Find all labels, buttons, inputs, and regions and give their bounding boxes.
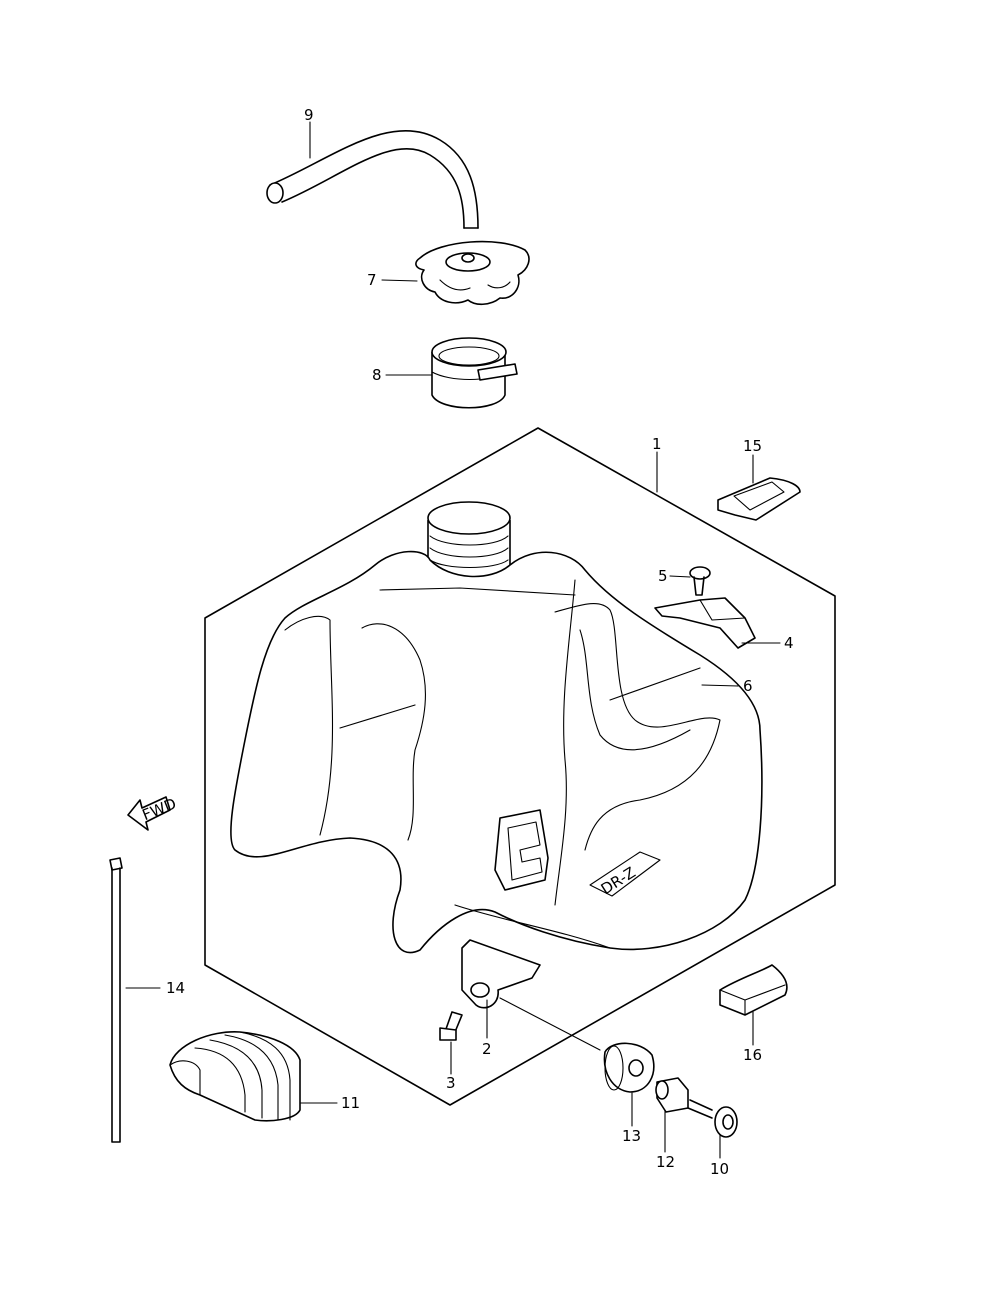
fwd-label: FWD: [140, 794, 179, 824]
part-16-rubber-cushion: [719, 964, 788, 1016]
callout-2: 2: [482, 1040, 492, 1058]
leader-lines: [125, 121, 781, 1159]
part-1-fuel-tank: DR-Z: [230, 501, 763, 954]
callout-16: 16: [743, 1046, 762, 1064]
part-5-screw: [689, 566, 711, 596]
part-7-fuel-cap: [415, 240, 530, 306]
callout-1: 1: [652, 435, 662, 453]
callout-7: 7: [367, 271, 377, 289]
part-3-bolt: [439, 1011, 463, 1041]
part-2-mount-bracket: [461, 939, 541, 1009]
part-9-breather-hose: [266, 129, 479, 229]
part-15-strap-clip: [717, 477, 801, 521]
assembly-boundary: [204, 427, 836, 1106]
callout-12: 12: [656, 1153, 675, 1171]
callout-8: 8: [372, 366, 382, 384]
callout-9: 9: [304, 106, 314, 124]
part-10-bolt-washer: [687, 1099, 738, 1138]
callout-10: 10: [710, 1160, 729, 1178]
part-12-collar: [655, 1077, 689, 1113]
callout-6: 6: [743, 677, 753, 695]
callout-3: 3: [446, 1074, 456, 1092]
callout-11: 11: [341, 1094, 360, 1112]
part-13-grommet: [603, 1042, 655, 1093]
callout-4: 4: [784, 634, 794, 652]
part-14-cable-tie: [109, 857, 123, 1143]
callout-13: 13: [622, 1127, 641, 1145]
callout-labels: 9 7 8 1 15 5 4 6 14 11 2 3 13 12 10 16: [166, 106, 794, 1178]
callout-5: 5: [658, 567, 668, 585]
fwd-arrow-icon: FWD: [127, 794, 179, 831]
callout-15: 15: [743, 437, 762, 455]
callout-14: 14: [166, 979, 185, 997]
part-11-heat-protector: [169, 1031, 301, 1122]
part-8-filler-band: [431, 337, 518, 409]
